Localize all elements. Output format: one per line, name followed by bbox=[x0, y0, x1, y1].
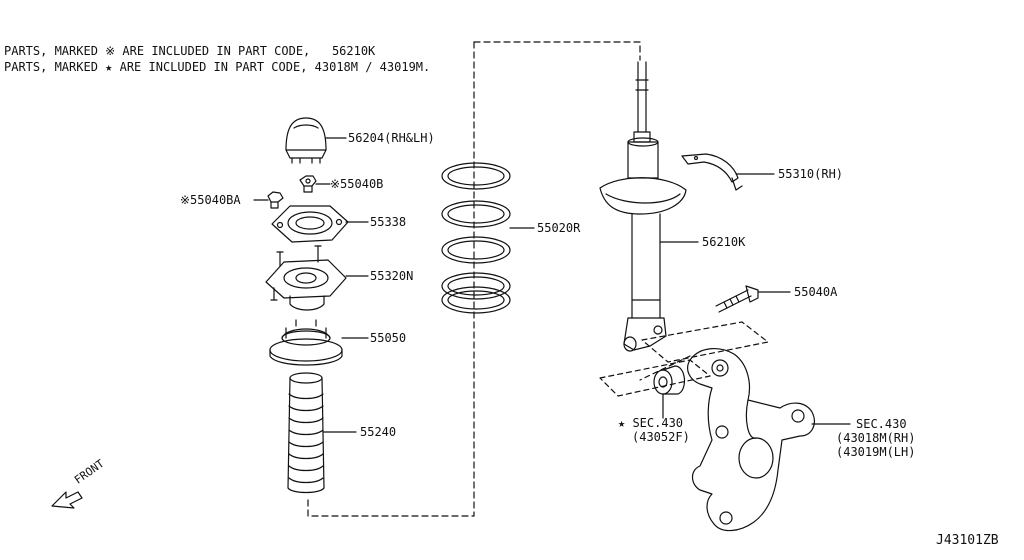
label-sec430-bushing-code: (43052F) bbox=[632, 430, 690, 444]
note-line-2: PARTS, MARKED ★ ARE INCLUDED IN PART COD… bbox=[4, 60, 431, 74]
label-sec430-knuckle-rh: (43018M(RH) bbox=[836, 431, 916, 445]
nut-55040B bbox=[299, 175, 317, 193]
bolt-55040A bbox=[715, 285, 759, 313]
front-arrow-icon bbox=[51, 491, 83, 509]
label-sec430-knuckle-lh: (43019M(LH) bbox=[836, 445, 916, 459]
knuckle-43018M bbox=[687, 348, 815, 532]
label-56210K: 56210K bbox=[702, 235, 746, 249]
label-55020R: 55020R bbox=[537, 221, 581, 235]
coil-spring-55020R bbox=[441, 162, 511, 314]
leader-lines bbox=[253, 137, 851, 433]
plate-55338 bbox=[271, 205, 349, 243]
upper-mount-55320N bbox=[265, 245, 347, 311]
dust-boot-55240 bbox=[287, 372, 325, 494]
label-55310: 55310(RH) bbox=[778, 167, 844, 181]
nut-55040BA bbox=[267, 191, 284, 209]
label-55240: 55240 bbox=[360, 425, 397, 439]
strut-56210K bbox=[599, 61, 687, 352]
label-55040BA: ※55040BA bbox=[180, 193, 241, 207]
bump-cap-56204 bbox=[285, 117, 327, 164]
bushing-43052F bbox=[653, 365, 685, 395]
label-56204: 56204(RH&LH) bbox=[348, 131, 435, 145]
diagram-code: J43101ZB bbox=[936, 533, 999, 548]
mounting-plane-dashed bbox=[599, 321, 769, 397]
label-55040A: 55040A bbox=[794, 285, 838, 299]
label-sec430-bushing: ★ SEC.430 bbox=[618, 416, 684, 430]
label-55338: 55338 bbox=[370, 215, 407, 229]
label-55050: 55050 bbox=[370, 331, 407, 345]
label-55320N: 55320N bbox=[370, 269, 414, 283]
assembly-boundary-dashed bbox=[307, 41, 641, 517]
bracket-55310 bbox=[681, 153, 743, 191]
note-line-1: PARTS, MARKED ※ ARE INCLUDED IN PART COD… bbox=[4, 44, 376, 58]
label-sec430-knuckle: SEC.430 bbox=[856, 417, 907, 431]
label-55040B: ※55040B bbox=[330, 177, 384, 191]
bearing-55050 bbox=[269, 319, 343, 366]
